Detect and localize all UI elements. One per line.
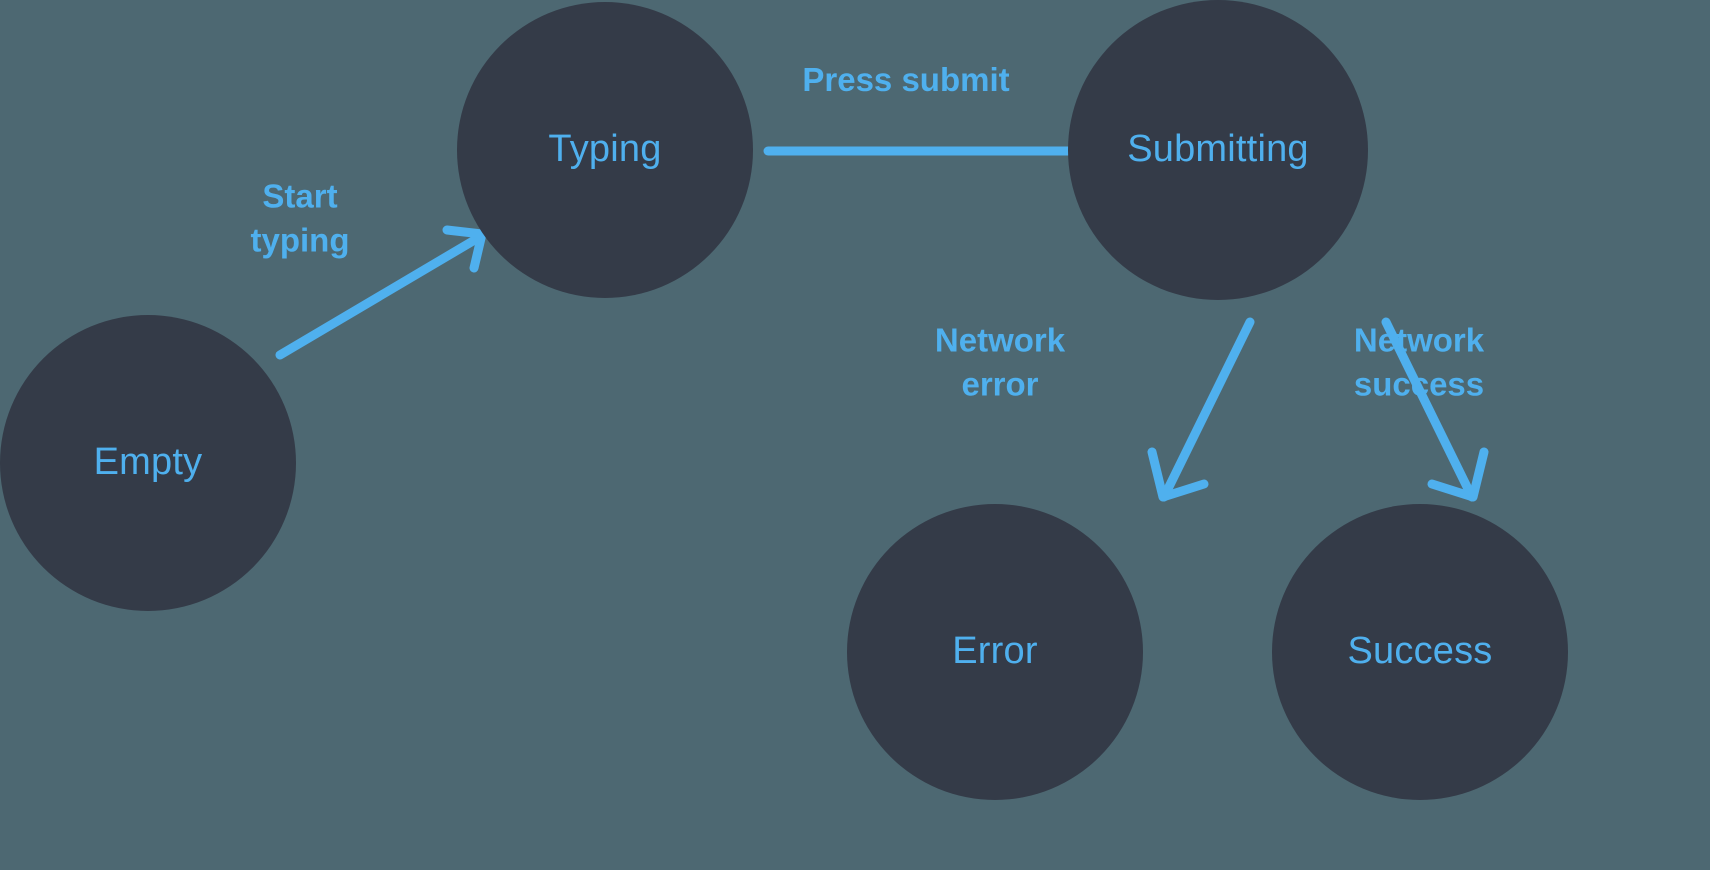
edge-label-network-success: Network success (1353, 321, 1485, 402)
arrowhead-empty-to-typing (442, 225, 487, 273)
state-node-error-label: Error (952, 630, 1038, 673)
edge-submitting-to-error (1147, 317, 1255, 502)
state-node-typing[interactable]: Typing (457, 2, 753, 298)
arrowhead-submitting-to-success (1427, 447, 1489, 502)
state-node-success[interactable]: Success (1272, 504, 1568, 800)
arrowhead-submitting-to-error (1147, 447, 1209, 502)
state-node-submitting[interactable]: Submitting (1068, 0, 1368, 300)
state-node-success-label: Success (1347, 630, 1493, 673)
edge-label-press-submit: Press submit (802, 61, 1010, 99)
edge-line-submitting-to-error (1159, 317, 1255, 502)
edge-label-start-typing: Start typing (250, 177, 350, 258)
state-node-error[interactable]: Error (847, 504, 1143, 800)
state-node-submitting-label: Submitting (1127, 128, 1309, 171)
edge-label-network-error: Network error (934, 321, 1066, 402)
state-node-empty[interactable]: Empty (0, 315, 296, 611)
state-node-empty-label: Empty (93, 441, 203, 484)
state-node-typing-label: Typing (548, 128, 662, 171)
